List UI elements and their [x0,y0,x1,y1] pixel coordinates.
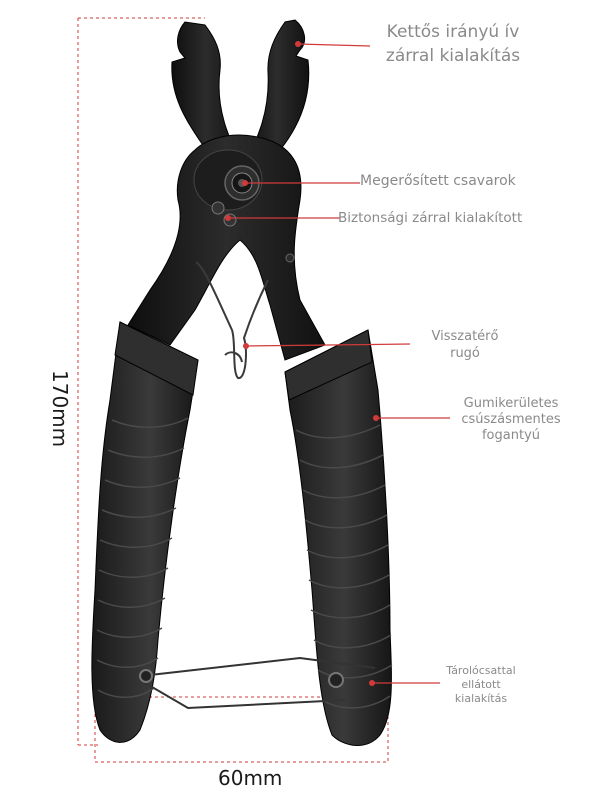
feature-label-jaw: Kettős irányú ív zárral kialakítás [368,20,538,68]
feature-label-jaw-line2: zárral kialakítás [385,46,521,66]
feature-label-spring-line1: Visszatérő [431,329,499,344]
feature-label-lock: Biztonsági zárral kialakított [338,210,523,226]
feature-label-storage-line2: ellátott [461,678,501,691]
height-dimension-label: 170mm [48,370,72,448]
feature-label-grip: Gumikerületes csúszásmentes fogantyú [452,396,570,444]
plier-jaws [171,19,310,173]
feature-label-spring: Visszatérő rugó [425,328,505,362]
leader-lines [225,41,450,686]
feature-label-storage: Tárolócsattal ellátott kialakítás [436,664,526,706]
feature-label-storage-line1: Tárolócsattal [446,664,516,677]
feature-label-grip-line3: fogantyú [481,428,541,443]
plier-body [127,134,326,361]
feature-label-storage-line3: kialakítás [454,692,508,705]
grip-texture [96,417,393,709]
height-dimension-box [77,17,205,746]
feature-label-spring-line2: rugó [450,346,480,361]
feature-label-bolt: Megerősített csavarok [360,173,516,189]
right-grip [284,329,392,746]
feature-label-grip-line1: Gumikerületes [463,396,559,411]
width-dimension-box [94,696,389,763]
feature-label-jaw-line1: Kettős irányú ív [386,22,520,42]
return-spring [195,261,269,379]
width-dimension-label: 60mm [218,766,283,790]
storage-clip [139,656,376,710]
feature-label-grip-line2: csúszásmentes [461,412,561,427]
